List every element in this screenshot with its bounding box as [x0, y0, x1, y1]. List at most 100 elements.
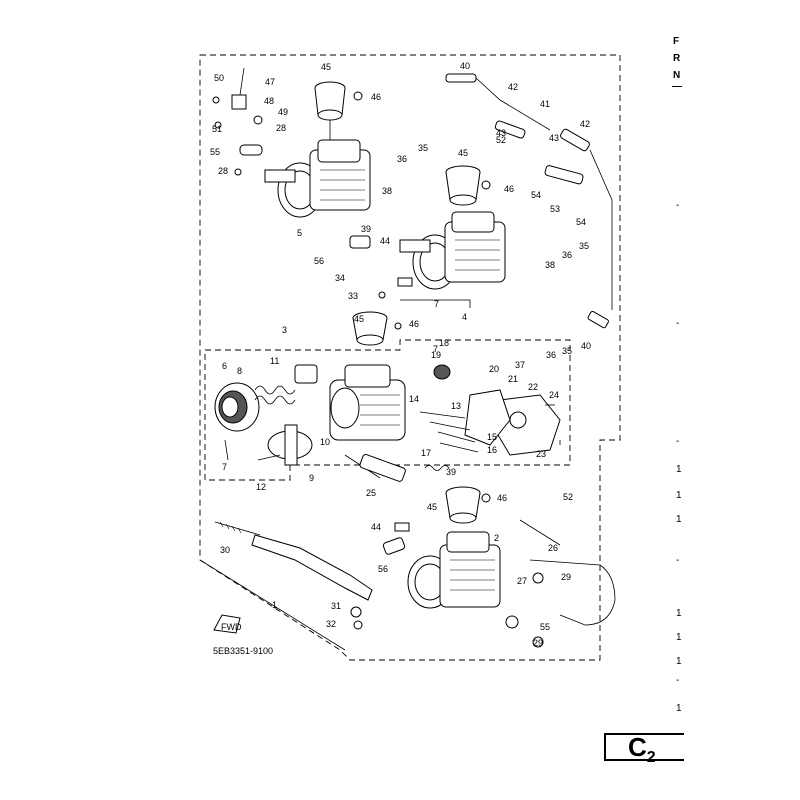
air-funnel-45-right — [445, 165, 481, 206]
part-label: 7 — [433, 344, 438, 354]
part-label: 45 — [427, 502, 437, 512]
margin-mark: - — [676, 436, 680, 447]
part-label: 55 — [210, 147, 220, 157]
part-label: 36 — [546, 350, 556, 360]
carburetor-4 — [399, 211, 506, 290]
part-label: 14 — [409, 394, 419, 404]
fwd-arrow-icon: FWD — [213, 614, 242, 634]
part-label: 45 — [321, 62, 331, 72]
spring-8 — [254, 385, 296, 405]
part-label: 35 — [562, 346, 572, 356]
part-label: 36 — [397, 154, 407, 164]
part-label: 22 — [528, 382, 538, 392]
part-label: 13 — [451, 401, 461, 411]
air-funnel-45-middle — [352, 311, 388, 346]
part-label: 7 — [434, 299, 439, 309]
part-label: 12 — [256, 482, 266, 492]
part-label: 38 — [382, 186, 392, 196]
spring-39 — [424, 465, 450, 471]
small-parts — [212, 67, 561, 648]
margin-letter: F — [673, 36, 680, 47]
part-label: 46 — [409, 319, 419, 329]
part-label: 6 — [222, 361, 227, 371]
part-label: 47 — [265, 77, 275, 87]
part-label: 28 — [218, 166, 228, 176]
air-funnel-45-top — [314, 81, 346, 140]
part-label: 1 — [272, 600, 277, 610]
part-label: 10 — [320, 437, 330, 447]
part-label: 15 — [487, 432, 497, 442]
margin-mark: - — [676, 200, 680, 211]
margin-mark: - — [676, 675, 680, 686]
fwd-label: FWD — [221, 622, 242, 632]
part-label: 52 — [563, 492, 573, 502]
part-label: 28 — [276, 123, 286, 133]
part-label: 9 — [309, 473, 314, 483]
part-label: 56 — [314, 256, 324, 266]
part-label: 16 — [487, 445, 497, 455]
part-label: 43 — [496, 128, 506, 138]
part-label: 35 — [418, 143, 428, 153]
detail-frame — [204, 339, 571, 481]
float-chamber-22 — [464, 389, 561, 456]
throttle-link-30 — [214, 521, 373, 601]
part-label: 55 — [540, 622, 550, 632]
jets-13-17 — [419, 411, 479, 453]
part-label: 4 — [462, 312, 467, 322]
part-label: 33 — [348, 291, 358, 301]
part-label: 20 — [489, 364, 499, 374]
part-label: 31 — [331, 601, 341, 611]
part-label: 46 — [371, 92, 381, 102]
margin-underline — [672, 86, 682, 87]
part-label: 34 — [335, 273, 345, 283]
part-label: 17 — [421, 448, 431, 458]
part-label: 50 — [214, 73, 224, 83]
part-label: 46 — [504, 184, 514, 194]
part-label: 44 — [371, 522, 381, 532]
part-19 — [433, 364, 451, 380]
part-label: 29 — [561, 572, 571, 582]
part-label: 18 — [439, 338, 449, 348]
margin-mark: 1 — [676, 656, 682, 667]
part-label: 3 — [282, 325, 287, 335]
part-label: 35 — [579, 241, 589, 251]
part-label: 42 — [508, 82, 518, 92]
part-label: 27 — [517, 576, 527, 586]
part-label: 2 — [494, 533, 499, 543]
margin-mark: 1 — [676, 464, 682, 475]
part-label: 41 — [540, 99, 550, 109]
section-sub: 2 — [646, 749, 656, 767]
part-label: 54 — [531, 190, 541, 200]
part-label: 39 — [361, 224, 371, 234]
part-label: 26 — [548, 543, 558, 553]
margin-mark: 1 — [676, 608, 682, 619]
part-label: 24 — [549, 390, 559, 400]
section-code-box: C2 — [604, 732, 684, 766]
part-label: 49 — [278, 107, 288, 117]
part-label: 29 — [533, 638, 543, 648]
margin-mark: 1 — [676, 632, 682, 643]
part-label: 32 — [326, 619, 336, 629]
part-label: 46 — [497, 493, 507, 503]
diaphragm-9 — [267, 424, 313, 466]
bracket-4 — [400, 299, 471, 308]
part-label: 5 — [297, 228, 302, 238]
needle-25 — [344, 453, 406, 482]
air-funnel-45-bottom — [445, 486, 481, 524]
part-label: 40 — [460, 61, 470, 71]
assembly-frame — [199, 54, 621, 661]
part-label: 25 — [366, 488, 376, 498]
part-label: 56 — [378, 564, 388, 574]
part-label: 48 — [264, 96, 274, 106]
throttle-cable — [529, 559, 616, 626]
part-label: 39 — [446, 467, 456, 477]
piston-11 — [294, 364, 318, 384]
part-label: 51 — [212, 124, 222, 134]
carburetor-3 — [329, 364, 406, 441]
part-label: 54 — [576, 217, 586, 227]
part-label: 19 — [431, 350, 441, 360]
part-label: 43 — [549, 133, 559, 143]
part-label: 30 — [220, 545, 230, 555]
part-label: 36 — [562, 250, 572, 260]
part-label: 21 — [508, 374, 518, 384]
